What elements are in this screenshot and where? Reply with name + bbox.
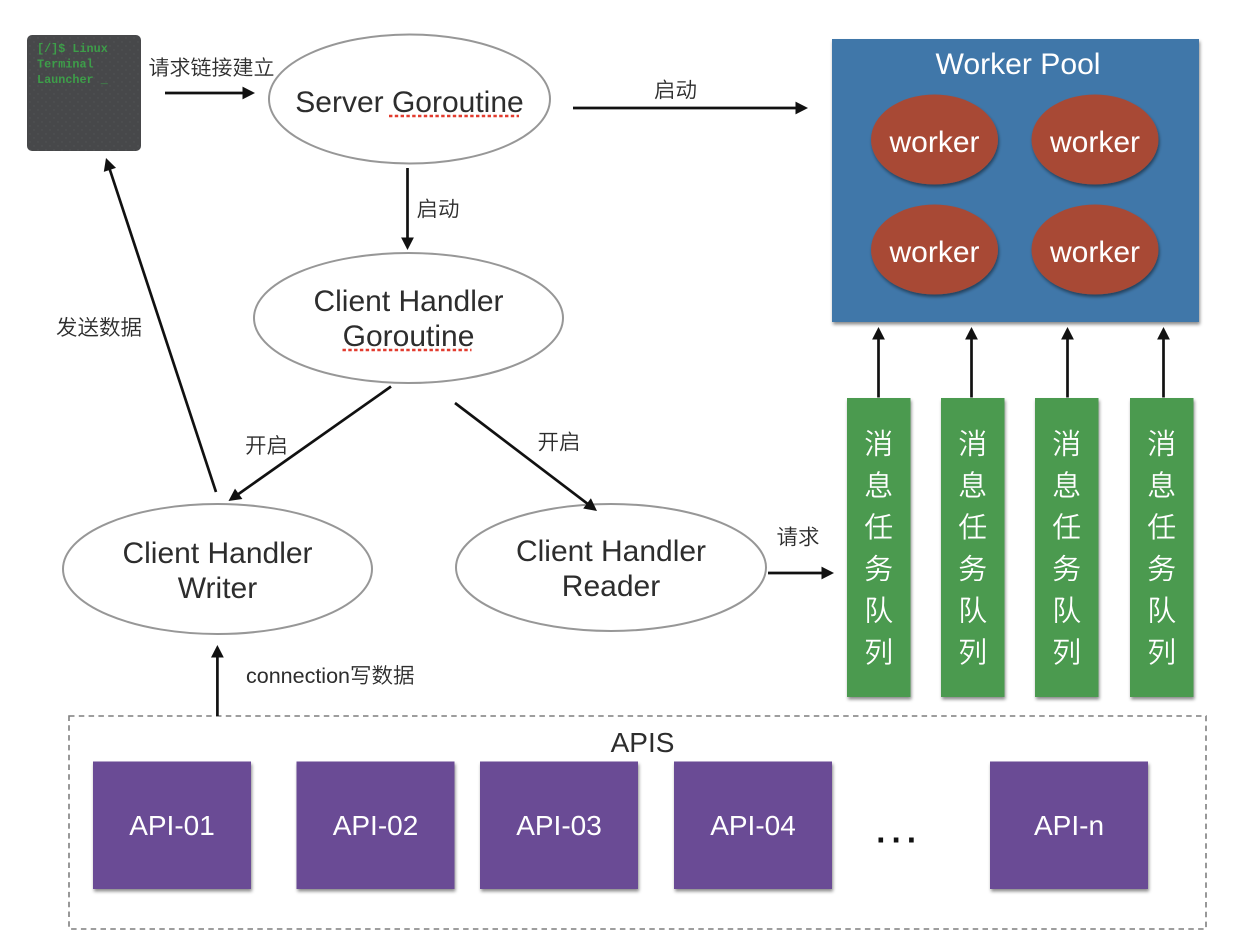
- svg-text:Writer: Writer: [178, 572, 257, 605]
- svg-text:Client Handler: Client Handler: [516, 535, 706, 568]
- svg-text:Terminal: Terminal: [37, 58, 94, 72]
- svg-text:API-n: API-n: [1034, 810, 1104, 841]
- svg-text:[/]$ Linux: [/]$ Linux: [37, 42, 108, 56]
- svg-text:Goroutine: Goroutine: [343, 320, 475, 353]
- svg-text:worker: worker: [888, 236, 979, 269]
- svg-text:API-04: API-04: [710, 810, 796, 841]
- svg-text:worker: worker: [1049, 236, 1140, 269]
- svg-text:Client Handler: Client Handler: [122, 537, 312, 570]
- svg-text:connection: connection: [246, 664, 350, 688]
- svg-text:worker: worker: [888, 126, 979, 159]
- svg-text:Client Handler: Client Handler: [313, 285, 503, 318]
- svg-text:Reader: Reader: [562, 570, 660, 603]
- svg-text:API-02: API-02: [333, 810, 419, 841]
- svg-text:Launcher _: Launcher _: [37, 73, 109, 87]
- svg-text:API-03: API-03: [516, 810, 602, 841]
- svg-text:API-01: API-01: [129, 810, 215, 841]
- svg-text:worker: worker: [1049, 126, 1140, 159]
- svg-text:Worker Pool: Worker Pool: [936, 48, 1101, 81]
- svg-text:Server Goroutine: Server Goroutine: [295, 86, 523, 119]
- svg-text:APIS: APIS: [611, 727, 675, 758]
